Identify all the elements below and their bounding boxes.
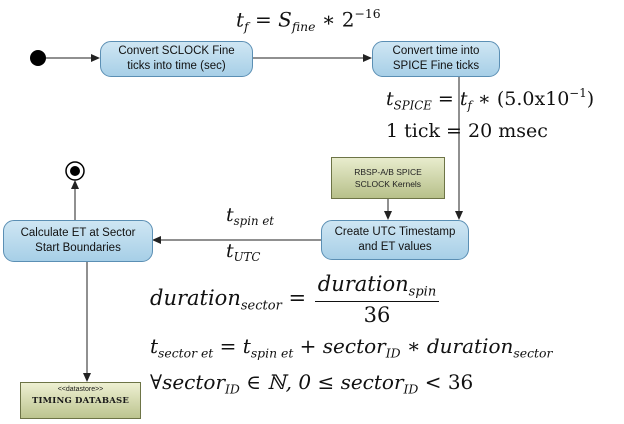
eq-tsector-eq: = t	[219, 334, 251, 358]
eq-tf-lhs-sub: f	[244, 19, 249, 34]
kernel-line1: RBSP-A/B SPICE	[354, 167, 422, 177]
eq-tspice-var: t	[386, 88, 394, 111]
equation-forall: ∀sectorID ∈ ℕ, 0 ≤ sectorID < 36	[150, 370, 473, 396]
eq-tsector-plus: + sector	[299, 334, 386, 358]
equation-tsector: tsector et = tspin et + sectorID ∗ durat…	[150, 334, 552, 360]
edge-label-tspin-sub: spin	[233, 214, 259, 229]
eq-tf-rhs-sub: fine	[291, 19, 316, 34]
action-create-utc-line2: and ET values	[358, 241, 432, 253]
edge-label-tspin-var: t	[226, 204, 234, 226]
eq-tspice-op-sub: f	[467, 98, 472, 113]
final-node-dot	[70, 166, 80, 176]
eq-tsector-lhs-sub: sector et	[158, 345, 214, 361]
eq-tspice-op: = t	[437, 88, 468, 111]
edge-label-tspin-et: tspin et	[226, 204, 274, 228]
eq-duration-num: duration	[317, 272, 409, 296]
eq-forall-post: < 36	[424, 370, 474, 394]
eq-forall-pre-sub: ID	[225, 381, 240, 397]
eq-tf-rhs: S	[278, 7, 292, 32]
action-convert-spice-line2: SPICE Fine ticks	[392, 60, 480, 72]
eq-duration-num-sub: spin	[408, 284, 437, 300]
eq-tf-exp: −16	[354, 6, 381, 21]
eq-tspice-close: )	[586, 88, 595, 111]
eq-tf-lhs: t	[236, 7, 245, 32]
eq-forall-mid: ∈ ℕ, 0 ≤ sector	[246, 370, 404, 394]
eq-tsector-plus-sub: ID	[385, 345, 401, 361]
equation-tick: 1 tick = 20 msec	[386, 120, 548, 142]
eq-forall-mid-sub: ID	[403, 381, 419, 397]
eq-duration-denominator: 36	[363, 302, 391, 327]
eq-tspice-rest: ∗ (5.0x10	[477, 88, 570, 111]
edge-label-tutc-var: t	[226, 240, 234, 262]
eq-forall-pre: ∀sector	[150, 370, 226, 394]
eq-tsector-eq-sub: spin et	[250, 345, 294, 361]
eq-duration-fraction: durationspin 36	[314, 272, 440, 327]
initial-node	[30, 50, 46, 66]
eq-duration-numerator: durationspin	[314, 272, 440, 302]
object-spice-kernels: RBSP-A/B SPICE SCLOCK Kernels	[331, 157, 445, 199]
equation-tspice: tSPICE = tf ∗ (5.0x10−1)	[386, 86, 594, 112]
datastore-stereotype: <<datastore>>	[57, 386, 104, 393]
action-calculate-et: Calculate ET at Sector Start Boundaries	[3, 220, 153, 262]
eq-tspice-var-sub: SPICE	[393, 98, 432, 113]
datastore-name: TIMING DATABASE	[31, 396, 130, 406]
action-convert-sclock-line2: ticks into time (sec)	[127, 60, 226, 72]
action-convert-spice: Convert time into SPICE Fine ticks	[372, 41, 500, 77]
eq-tsector-mul-sub: sector	[513, 345, 553, 361]
eq-tf-op: ∗ 2	[321, 7, 355, 32]
action-calculate-et-line1: Calculate ET at Sector	[20, 227, 136, 239]
eq-tsector-lhs: t	[150, 334, 159, 358]
eq-duration-lhs: duration	[150, 285, 241, 310]
eq-tsector-mul: ∗ duration	[406, 334, 514, 358]
action-convert-spice-line1: Convert time into	[392, 45, 480, 57]
edge-label-tutc: tUTC	[226, 240, 260, 264]
edge-label-tutc-sub: UTC	[233, 250, 261, 265]
action-create-utc: Create UTC Timestamp and ET values	[321, 220, 469, 260]
edge-label-tspin-sub2: et	[262, 214, 275, 229]
action-calculate-et-line2: Start Boundaries	[35, 242, 121, 254]
action-convert-sclock: Convert SCLOCK Fine ticks into time (sec…	[100, 41, 253, 77]
action-create-utc-line1: Create UTC Timestamp	[334, 226, 456, 238]
eq-duration-lhs-sub: sector	[240, 298, 282, 314]
action-convert-sclock-line1: Convert SCLOCK Fine	[118, 45, 235, 57]
eq-tspice-exp: −1	[569, 86, 587, 100]
equation-duration: durationsector = durationspin 36	[150, 272, 441, 327]
datastore-timing-database: <<datastore>> TIMING DATABASE	[20, 382, 141, 419]
equation-tf: tf = Sfine ∗ 2−16	[236, 6, 381, 34]
kernel-line2: SCLOCK Kernels	[354, 179, 422, 189]
